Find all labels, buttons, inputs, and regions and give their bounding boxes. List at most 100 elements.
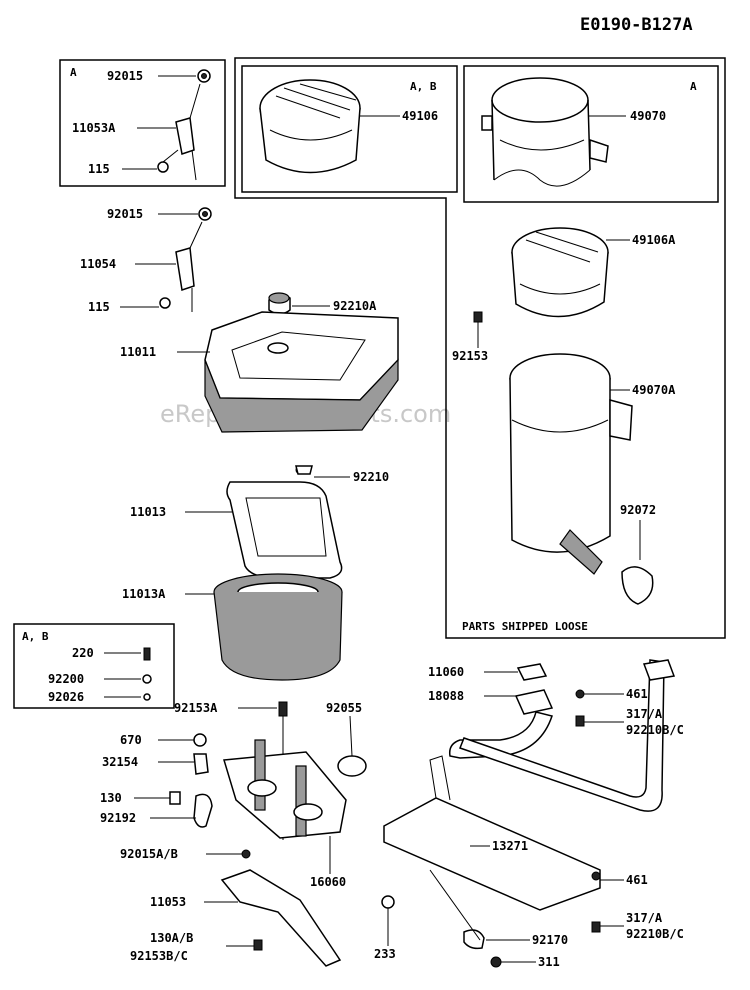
leader-92055	[349, 715, 353, 757]
label-115: 115	[88, 300, 110, 314]
muffler-49070A-tab	[609, 399, 633, 441]
muffler-49070-cut	[493, 169, 591, 187]
clamp-guide	[429, 869, 481, 941]
label-92072: 92072	[620, 503, 656, 517]
lower-bracket-group: 11053 130A/B 92153B/C 233	[130, 869, 396, 967]
label-461-top: 461	[626, 687, 648, 701]
nut-311	[490, 956, 502, 968]
fitting-670	[193, 733, 207, 747]
nut-hole-2	[202, 211, 208, 217]
label-49106: 49106	[402, 109, 438, 123]
label-92192: 92192	[100, 811, 136, 825]
bracket-11054	[175, 247, 195, 291]
knob-top	[268, 292, 290, 304]
muffler-49070A-band	[511, 419, 609, 433]
box-a-muffler-tag: A	[690, 80, 697, 93]
bracket-tail	[191, 149, 197, 181]
bolt-115-box	[157, 161, 169, 173]
label-92210A: 92210A	[333, 299, 377, 313]
fitting-130	[169, 791, 181, 805]
label-92170: 92170	[532, 933, 568, 947]
muffler-49070A-body	[509, 377, 611, 553]
label-115-box: 115	[88, 162, 110, 176]
bolt-220	[143, 647, 151, 661]
guard-49106A-band	[519, 283, 601, 295]
air-cleaner-cover-group: 92210A 11011	[120, 292, 399, 433]
box-a-muffler-frame	[463, 65, 719, 203]
muffler-section-group: A, B A 49106 49070 49106A 92153	[234, 57, 726, 639]
label-233: 233	[374, 947, 396, 961]
muffler-49070-inlet	[481, 115, 493, 131]
wing-nut-body	[295, 465, 313, 475]
label-11054: 11054	[80, 257, 116, 271]
label-92015-box: 92015	[107, 69, 143, 83]
label-92153BC: 92153B/C	[130, 949, 188, 963]
label-11060: 11060	[428, 665, 464, 679]
bolt-92153	[473, 311, 483, 323]
washer-92026	[143, 693, 151, 701]
label-670: 670	[120, 733, 142, 747]
guard-49106A-body	[511, 251, 609, 318]
box-ab-small-group: A, B 220 92200 92026	[13, 623, 175, 709]
box-ab-muffler-frame	[241, 65, 458, 193]
nut-92015AB	[241, 849, 251, 859]
cover-top-panel	[231, 331, 366, 381]
guard-49106A-slots	[525, 231, 599, 263]
label-11053: 11053	[150, 895, 186, 909]
label-92015: 92015	[107, 207, 143, 221]
air-cleaner-base-group: 92153A 92055 16060 670 32154 130 92192 9…	[100, 701, 367, 889]
label-16060: 16060	[310, 875, 346, 889]
label-311: 311	[538, 955, 560, 969]
label-49070: 49070	[630, 109, 666, 123]
label-92210: 92210	[353, 470, 389, 484]
label-130: 130	[100, 791, 122, 805]
bracket-11053A	[175, 117, 195, 155]
label-92200: 92200	[48, 672, 84, 686]
parts-shipped-loose-note: PARTS SHIPPED LOOSE	[462, 620, 588, 633]
label-92015AB: 92015A/B	[120, 847, 178, 861]
bolt-92153A	[278, 701, 288, 717]
cover-side-shade	[204, 358, 399, 433]
box-a-tag: A	[70, 66, 77, 79]
label-317A-bot: 317/A	[626, 911, 663, 925]
bracket-11054-stud	[189, 221, 203, 249]
bracket-11054-group: 92015 11054 115	[80, 207, 212, 314]
muffler-outer-frame	[234, 57, 726, 639]
clamp-92072	[621, 566, 654, 605]
gasket-11060	[516, 663, 548, 681]
bolt-guide	[162, 149, 179, 163]
clamp-92170	[463, 929, 485, 950]
box-a-bracket-group: A 92015 11053A 115	[59, 59, 226, 187]
hose-92192	[193, 793, 213, 828]
label-220: 220	[72, 646, 94, 660]
nut-hole	[201, 73, 207, 79]
fitting-32154	[193, 753, 209, 775]
bracket-13271	[383, 797, 601, 911]
guard-49106-band	[269, 129, 353, 141]
label-317A-top: 317/A	[626, 707, 663, 721]
bracket-13271-arm	[429, 755, 451, 801]
label-49106A: 49106A	[632, 233, 676, 247]
box-a-frame	[59, 59, 226, 187]
label-461-bot: 461	[626, 873, 648, 887]
bolt-130AB	[253, 939, 263, 951]
pre-cleaner-group: 92210 11013	[130, 465, 389, 579]
nut-461-bot	[591, 871, 601, 881]
bolt-317A-bot	[591, 921, 601, 933]
muffler-49070-tab	[589, 138, 609, 163]
paper-element-group: 11013A	[122, 573, 343, 681]
stud-right	[295, 765, 307, 837]
stud-left	[254, 739, 266, 811]
label-11011: 11011	[120, 345, 156, 359]
base-port-left	[247, 779, 277, 797]
bolt-317A-top	[575, 715, 585, 727]
label-11013A: 11013A	[122, 587, 166, 601]
washer-92200	[142, 674, 152, 684]
pre-cleaner-inner	[245, 497, 327, 557]
label-92210BC-top: 92210B/C	[626, 723, 684, 737]
label-13271: 13271	[492, 839, 528, 853]
diagram-code-title: E0190-B127A	[580, 15, 693, 35]
cover-hole	[267, 342, 289, 354]
